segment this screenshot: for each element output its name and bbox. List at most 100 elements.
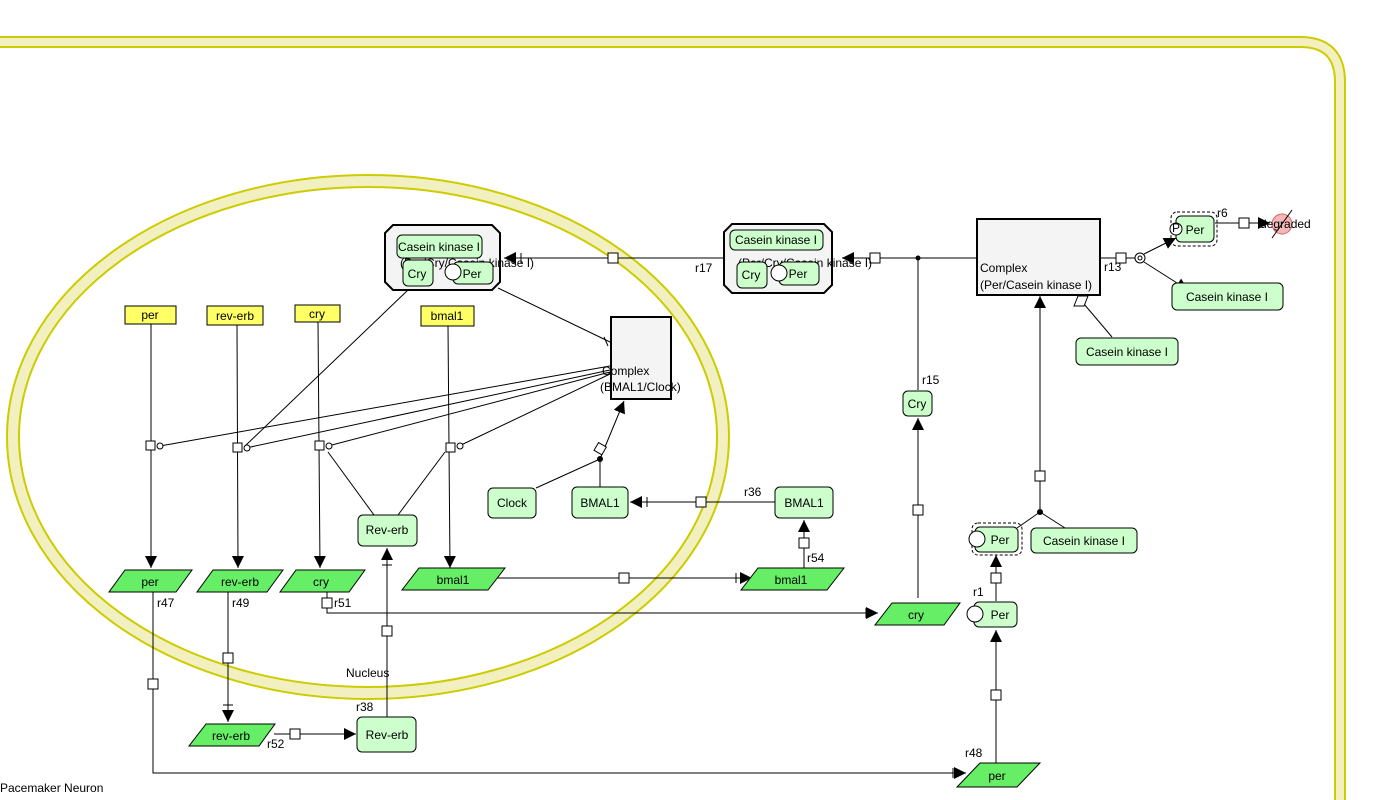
edge-reverb-inhibit-bmal1 bbox=[397, 451, 446, 516]
process-node-r15 bbox=[912, 504, 924, 516]
reaction-label-r13: r13 bbox=[1104, 260, 1122, 274]
reaction-label-r15: r15 bbox=[922, 373, 940, 387]
protein-casein-kinase-i-released[interactable]: Casein kinase I bbox=[1171, 282, 1284, 311]
reaction-label-r1: r1 bbox=[973, 585, 984, 599]
edge-reverb-inhibit-cry bbox=[327, 451, 375, 516]
gene-rev-erb[interactable]: rev-erb bbox=[206, 305, 264, 326]
rna-bmal1-cytoplasm[interactable]: bmal1 bbox=[739, 567, 846, 591]
phospho-badge: P bbox=[1172, 221, 1180, 235]
process-node-r1 bbox=[990, 572, 1002, 584]
protein-clock[interactable]: Clock bbox=[487, 487, 537, 519]
complex-per-cry-ck-nucleus[interactable]: (Per/Cry/Casein kinase I) Casein kinase … bbox=[384, 224, 534, 291]
svg-text:Casein kinase I: Casein kinase I bbox=[1043, 534, 1125, 548]
rna-per-cytoplasm[interactable]: per bbox=[955, 762, 1042, 788]
svg-text:cry: cry bbox=[309, 307, 325, 321]
svg-text:BMAL1: BMAL1 bbox=[580, 496, 620, 510]
svg-text:Per: Per bbox=[1186, 223, 1205, 237]
member-cry bbox=[402, 259, 434, 287]
svg-text:BMAL1: BMAL1 bbox=[784, 496, 824, 510]
member-casein-kinase-i bbox=[729, 229, 824, 251]
rna-cry-nucleus[interactable]: cry bbox=[279, 569, 366, 593]
svg-text:Casein kinase I: Casein kinase I bbox=[398, 240, 480, 254]
svg-text:rev-erb: rev-erb bbox=[212, 729, 250, 743]
process-node-r51 bbox=[321, 597, 333, 609]
process-node bbox=[145, 440, 156, 451]
process-node bbox=[869, 252, 881, 264]
protein-rev-erb-nucleus[interactable]: Rev-erb bbox=[357, 514, 418, 547]
protein-casein-kinase-i-catalyst[interactable]: Casein kinase I bbox=[1075, 337, 1179, 366]
svg-text:(Per/Casein kinase I): (Per/Casein kinase I) bbox=[980, 278, 1092, 292]
svg-text:per: per bbox=[141, 308, 158, 322]
process-node bbox=[618, 572, 630, 584]
rna-rev-erb-nucleus[interactable]: rev-erb bbox=[196, 569, 284, 593]
catalysis-node bbox=[1073, 295, 1089, 307]
complex-bmal1-clock[interactable]: Complex (BMAL1/Clock) bbox=[600, 316, 681, 400]
svg-text:Complex: Complex bbox=[602, 364, 649, 378]
protein-casein-kinase-i-binding[interactable]: Casein kinase I bbox=[1030, 527, 1138, 554]
gene-bmal1[interactable]: bmal1 bbox=[420, 305, 475, 327]
svg-text:Clock: Clock bbox=[497, 496, 528, 510]
svg-text:bmal1: bmal1 bbox=[437, 573, 470, 587]
svg-text:per: per bbox=[141, 575, 158, 589]
process-node-r49 bbox=[222, 652, 234, 664]
reaction-label-r51: r51 bbox=[334, 596, 352, 610]
svg-text:(BMAL1/Clock): (BMAL1/Clock) bbox=[600, 380, 681, 394]
rna-per-nucleus[interactable]: per bbox=[108, 569, 193, 593]
svg-text:rev-erb: rev-erb bbox=[216, 309, 254, 323]
svg-text:Per: Per bbox=[463, 267, 482, 281]
rna-bmal1-nucleus[interactable]: bmal1 bbox=[400, 567, 507, 591]
svg-text:Cry: Cry bbox=[908, 397, 927, 411]
cell-compartment[interactable] bbox=[0, 36, 1346, 800]
process-node-r38 bbox=[381, 625, 393, 637]
nucleus-compartment[interactable] bbox=[6, 174, 730, 700]
reaction-label-r6: r6 bbox=[1217, 206, 1228, 220]
degraded-node[interactable]: degraded bbox=[1260, 209, 1311, 239]
reaction-label-r47: r47 bbox=[157, 596, 175, 610]
svg-text:degraded: degraded bbox=[1260, 217, 1311, 231]
process-node-r52 bbox=[289, 728, 301, 740]
edge-activation-reverb bbox=[245, 369, 611, 449]
cell-label: Pacemaker Neuron bbox=[0, 781, 103, 795]
svg-text:bmal1: bmal1 bbox=[775, 573, 808, 587]
svg-text:per: per bbox=[988, 769, 1005, 783]
svg-text:Casein kinase I: Casein kinase I bbox=[1186, 290, 1268, 304]
reaction-label-r38: r38 bbox=[356, 700, 374, 714]
svg-text:Per: Per bbox=[789, 267, 808, 281]
svg-text:cry: cry bbox=[908, 608, 924, 622]
svg-text:Per: Per bbox=[991, 608, 1010, 622]
svg-text:Per: Per bbox=[991, 533, 1010, 547]
process-node-r17 bbox=[607, 252, 619, 264]
edge-inhibition-reverb bbox=[244, 289, 409, 447]
protein-rev-erb-cytoplasm[interactable]: Rev-erb bbox=[356, 716, 417, 753]
reaction-label-r54: r54 bbox=[807, 551, 825, 565]
svg-text:Casein kinase I: Casein kinase I bbox=[735, 233, 817, 247]
protein-bmal1-cytoplasm[interactable]: BMAL1 bbox=[774, 486, 834, 519]
protein-bmal1-nucleus[interactable]: BMAL1 bbox=[571, 486, 629, 519]
svg-text:rev-erb: rev-erb bbox=[221, 575, 259, 589]
process-node-r36 bbox=[695, 496, 707, 508]
reaction-label-r48: r48 bbox=[965, 746, 983, 760]
svg-text:Cry: Cry bbox=[408, 267, 427, 281]
process-node bbox=[593, 441, 608, 456]
reaction-label-r49: r49 bbox=[232, 596, 250, 610]
edge-activation-bmal1 bbox=[458, 373, 611, 447]
rna-cry-cytoplasm[interactable]: cry bbox=[873, 602, 961, 626]
rna-rev-erb-cytoplasm[interactable]: rev-erb bbox=[187, 723, 276, 747]
process-nodes bbox=[145, 217, 1250, 740]
edge-activation-per bbox=[159, 365, 611, 447]
process-node-r6 bbox=[1238, 217, 1250, 229]
protein-per-modified[interactable]: Per bbox=[968, 522, 1023, 556]
reaction-label-r52: r52 bbox=[267, 737, 285, 751]
process-node bbox=[232, 442, 243, 453]
complex-per-cry-ck-cytoplasm[interactable]: (Per/Cry/Casein kinase I) Casein kinase … bbox=[723, 223, 872, 294]
gene-cry[interactable]: cry bbox=[294, 304, 341, 323]
protein-cry-cytoplasm[interactable]: Cry bbox=[902, 390, 933, 417]
protein-per-unphosphorylated[interactable]: Per bbox=[966, 601, 1018, 628]
gene-per[interactable]: per bbox=[124, 305, 177, 325]
protein-per-phosphorylated[interactable]: P Per bbox=[1169, 211, 1218, 247]
svg-text:Cry: Cry bbox=[742, 268, 761, 282]
process-node-r13 bbox=[1115, 252, 1127, 264]
complex-per-casein-kinase-i[interactable]: Complex (Per/Casein kinase I) bbox=[976, 218, 1101, 296]
process-node bbox=[1034, 470, 1046, 482]
